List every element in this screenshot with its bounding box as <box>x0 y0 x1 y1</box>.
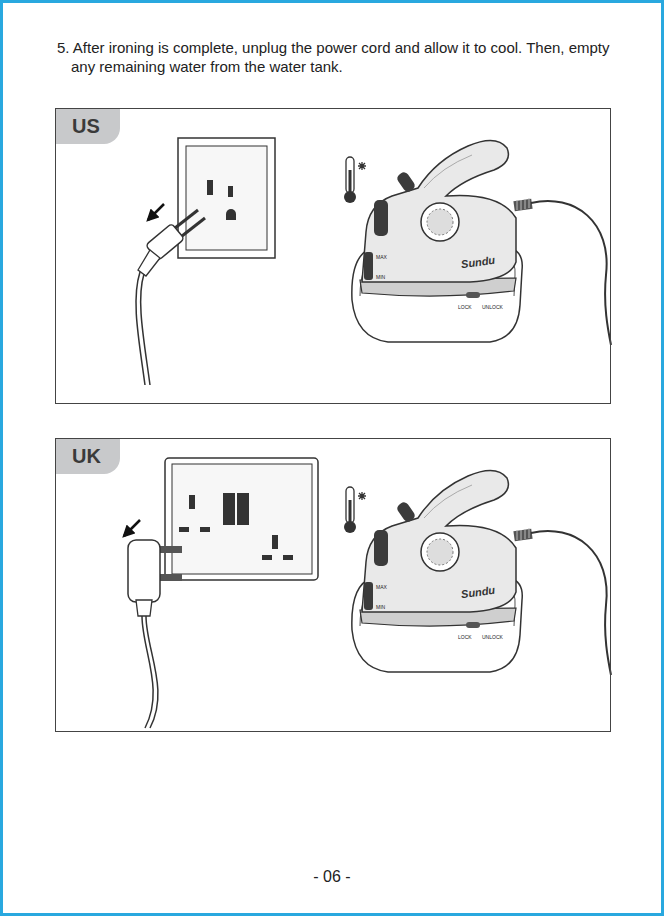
us-outlet <box>178 138 275 258</box>
step-instruction: 5. After ironing is complete, unplug the… <box>57 38 617 76</box>
region-label: US <box>72 115 100 137</box>
lock-mark: LOCK <box>458 634 472 640</box>
max-mark: MAX <box>376 254 387 260</box>
max-mark: MAX <box>376 584 387 590</box>
travel-iron <box>352 140 611 345</box>
region-label: UK <box>72 445 101 467</box>
region-panel: US <box>55 108 611 404</box>
travel-iron <box>352 470 611 675</box>
unlock-mark: UNLOCK <box>482 304 503 310</box>
cool-thermometer <box>344 157 366 203</box>
unlock-mark: UNLOCK <box>482 634 503 640</box>
region-tab: UK <box>56 439 120 474</box>
region-panel: UK <box>55 438 611 732</box>
page-number: - 06 - <box>313 868 350 886</box>
region-tab: US <box>56 109 120 144</box>
min-mark: MIN <box>376 274 385 280</box>
uk-outlet <box>165 458 318 580</box>
lock-mark: LOCK <box>458 304 472 310</box>
uk-plug <box>124 520 182 728</box>
cool-thermometer <box>344 487 366 533</box>
min-mark: MIN <box>376 604 385 610</box>
us-plug <box>136 204 205 385</box>
